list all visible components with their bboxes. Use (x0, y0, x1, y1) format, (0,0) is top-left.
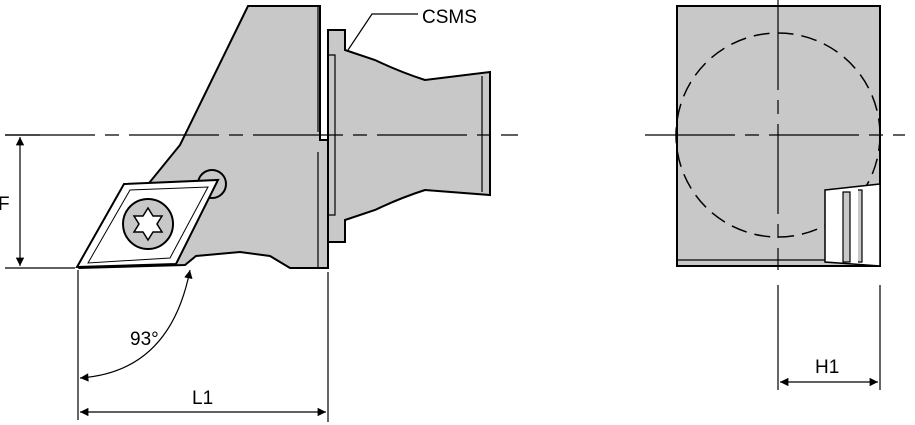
torx-icon (132, 206, 164, 242)
csms-coupling (327, 29, 491, 243)
insert-seat (824, 183, 881, 267)
side-view: CSMS F 93° L1 (0, 5, 518, 422)
insert-inner-edge (87, 186, 209, 264)
angle-arc (79, 269, 193, 382)
f-label: F (0, 194, 10, 215)
angle-label: 93° (130, 329, 159, 350)
l1-label: L1 (192, 388, 213, 409)
csms-leader (347, 13, 418, 51)
insert-edge-view (842, 189, 863, 263)
csms-label: CSMS (422, 7, 477, 28)
end-view: H1 (645, 0, 905, 390)
h1-label: H1 (815, 357, 839, 378)
